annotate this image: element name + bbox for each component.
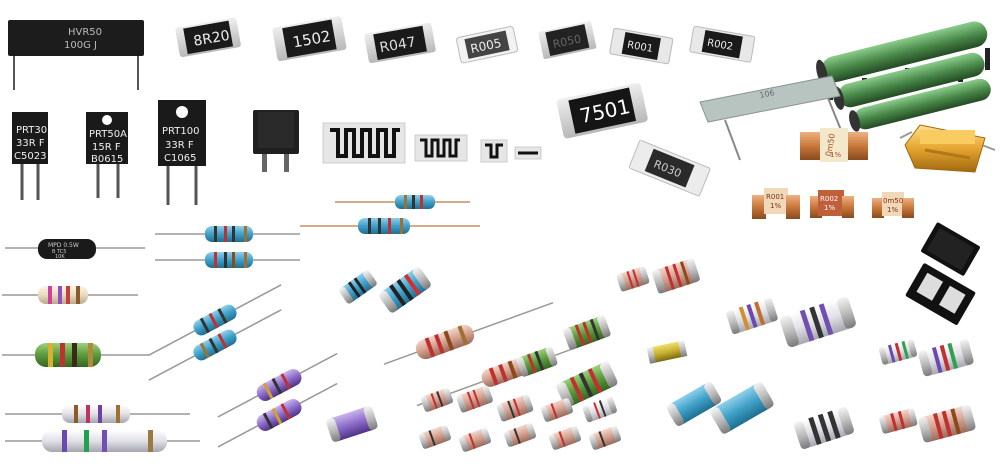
axial-resistor-diagonal-blue-2 [148, 309, 282, 381]
smd-shunt-r030: R030 [628, 140, 711, 197]
melf-resistor-pink-pair-1 [616, 266, 650, 292]
melf-resistor-blue-large-2 [710, 382, 774, 434]
smd-label: R005 [469, 36, 502, 56]
melf-resistor-pink-small-10 [589, 426, 621, 450]
melf-resistor-green-3 [556, 361, 618, 408]
melf-resistor-pink-small-9 [549, 426, 581, 450]
melf-resistor-white-bands-1 [726, 297, 778, 335]
melf-resistor-blue-1 [339, 270, 377, 304]
melf-resistor-pink-small-4 [541, 398, 573, 422]
smd-chip-8r20: 8R20 [175, 17, 241, 58]
prt30-label-1: PRT30 [16, 125, 47, 136]
melf-resistor-blue-large-1 [666, 382, 722, 426]
melf-resistor-green-2 [516, 346, 558, 377]
smd-chip-r002: R002 [689, 25, 756, 63]
smd-label: R050 [552, 32, 583, 51]
hvr50-resistor: HVR50 100G J [8, 20, 144, 90]
prt100-label-1: PRT100 [162, 126, 199, 137]
melf-resistor-rainbow-1 [878, 339, 918, 365]
prt100-label-3: C1065 [164, 153, 196, 164]
smd-chip-7501: 7501 [556, 82, 648, 139]
smd-chip-r001: R001 [609, 27, 674, 65]
melf-resistor-pink-small-8 [504, 423, 536, 447]
axial-resistor-mpd: MPD 0.5W B TC5 10K [5, 239, 145, 260]
smd-label: R001 [626, 40, 654, 55]
smd-chip-r047: R047 [364, 22, 436, 64]
shunt-pct: 1% [887, 206, 898, 214]
shunt-label: 0m50 [824, 133, 837, 157]
melf-resistor-pink-small-3 [496, 394, 534, 422]
axial-resistor-diagonal-purple-1 [217, 352, 338, 418]
shunt-pct: 1% [830, 151, 841, 159]
prt100-label-2: 33R F [165, 140, 194, 151]
smd-power-package-1 [921, 222, 980, 276]
melf-resistor-green-1 [563, 315, 611, 350]
melf-resistor-white-bands-2 [780, 296, 856, 348]
melf-resistor-pink-pair-2 [652, 258, 700, 294]
shunt-label: R002 [820, 195, 838, 203]
axial-resistor-blue-3 [335, 195, 470, 209]
smd-chip-r050: R050 [538, 21, 597, 60]
shunt-pct: 1% [770, 202, 781, 210]
melf-resistor-pink-small-6 [419, 425, 451, 449]
melf-resistor-pink-small-1 [421, 388, 453, 412]
shunt-0m50-small: 0m50 1% [872, 192, 914, 218]
melf-resistor-pink-small-5 [582, 396, 617, 423]
shunt-0m50: 0m50 1% [800, 128, 868, 162]
smd-chip-r005: R005 [456, 25, 519, 64]
axial-resistor-blue-4 [300, 218, 480, 234]
smd-power-package-2 [905, 263, 976, 325]
smd-label: R002 [706, 38, 734, 53]
gold-aluminium-resistor [899, 124, 996, 173]
prt100-resistor: PRT100 33R F C1065 [158, 100, 206, 205]
mpd-label-1: MPD 0.5W [48, 242, 79, 249]
plate-label: 106 [759, 88, 776, 100]
shunt-pct: 1% [824, 204, 835, 212]
smd-label: R047 [378, 34, 417, 56]
melf-resistor-pink-small-7 [459, 428, 491, 452]
smd-label: 8R20 [192, 28, 231, 50]
d2pak-resistor [253, 110, 299, 172]
prt50a-label-3: B0615 [91, 154, 123, 165]
axial-resistor-diagonal-pink [383, 301, 554, 365]
axial-resistor-blue-1 [155, 226, 300, 242]
prt30-resistor: PRT30 33R F C5023 [12, 112, 48, 200]
hvr50-label-1: HVR50 [68, 27, 102, 38]
foil-resistor-patterns [322, 122, 542, 164]
hvr50-label-2: 100G J [64, 40, 97, 51]
shunt-label: 0m50 [883, 197, 903, 205]
axial-resistor-green [2, 343, 150, 367]
melf-resistor-dark-bands [794, 407, 854, 449]
smd-chip-1502: 1502 [272, 16, 347, 62]
shunt-r002: R002 1% [810, 190, 854, 218]
shunt-label: R001 [766, 193, 784, 201]
plate-resistor-106: 106 [699, 75, 846, 161]
shunt-r001: R001 1% [752, 188, 800, 219]
mpd-label-2: B TC5 [52, 249, 66, 255]
axial-resistor-diagonal-purple-2 [217, 382, 338, 448]
prt50a-label-2: 15R F [92, 142, 121, 153]
prt50a-label-1: PRT50A [89, 129, 127, 140]
melf-resistor-blue-2 [379, 267, 431, 313]
melf-resistor-purple [326, 406, 378, 442]
axial-resistor-beige [2, 286, 138, 304]
prt50a-resistor: PRT50A 15R F B0615 [86, 112, 128, 198]
prt30-label-2: 33R F [16, 138, 45, 149]
axial-resistor-diagonal-blue-1 [148, 284, 282, 356]
axial-resistor-white-long [5, 430, 200, 452]
axial-resistor-pink-long [5, 405, 190, 423]
prt30-label-3: C5023 [14, 151, 46, 162]
melf-resistor-pink-small-2 [456, 385, 493, 413]
wirewound-resistor-bank [816, 21, 991, 132]
axial-resistor-blue-2 [155, 252, 300, 268]
melf-resistor-yellow [646, 340, 688, 364]
melf-resistor-pink-right-2 [918, 405, 976, 443]
melf-resistor-pink-right-1 [879, 408, 918, 434]
mpd-label-3: 10K [55, 254, 65, 260]
melf-resistor-rainbow-2 [918, 339, 974, 377]
